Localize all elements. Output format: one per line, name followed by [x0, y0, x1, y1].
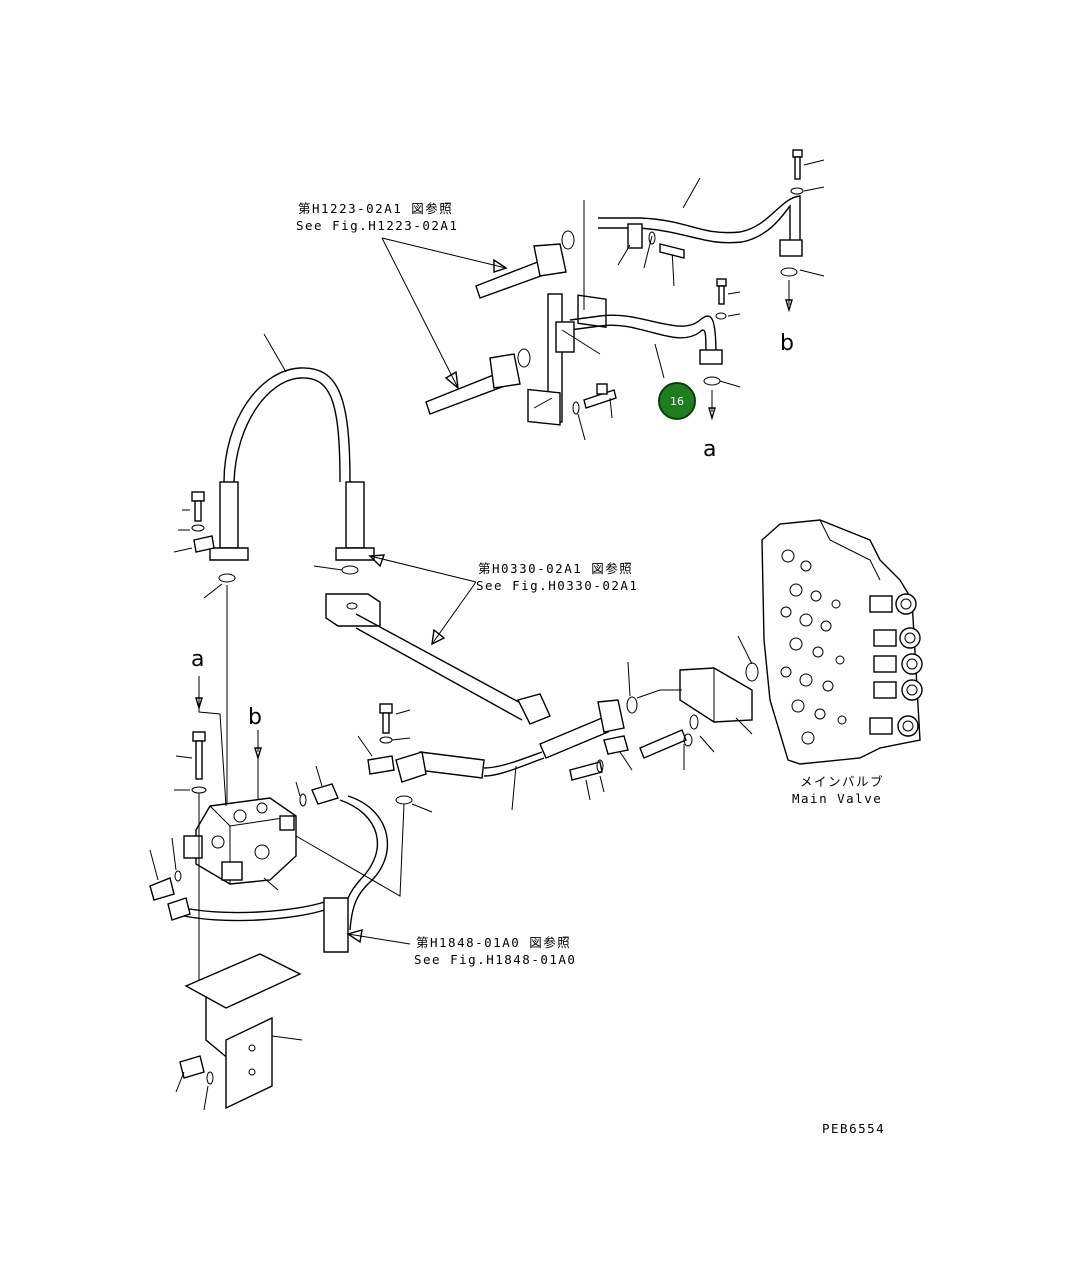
badge-label[interactable]: 16	[670, 395, 684, 408]
main-valve: メインバルブ Main Valve	[626, 519, 923, 806]
mounting-bracket	[175, 953, 303, 1111]
pilot-block-valve	[149, 676, 339, 980]
reference-2-en: See Fig.H0330-02A1	[476, 578, 638, 593]
reference-3-jp: 第H1848-01A0 図参照	[416, 935, 571, 950]
callout-letters: b a a b	[191, 331, 794, 730]
main-valve-label-en: Main Valve	[792, 791, 882, 806]
upper-pipe-assembly	[577, 149, 825, 328]
main-valve-label-jp: メインバルブ	[800, 774, 884, 789]
reference-arrows-h1223	[381, 237, 508, 390]
main-valve-ports	[780, 549, 847, 745]
badge-circle[interactable]	[658, 382, 696, 420]
callout-b-top: b	[780, 331, 794, 356]
part-number-badge[interactable]: 16	[658, 382, 696, 420]
callout-b-left: b	[248, 705, 262, 730]
reference-1-en: See Fig.H1223-02A1	[296, 218, 458, 233]
callout-a-left: a	[191, 647, 204, 672]
drawing-code: PEB6554	[822, 1121, 885, 1136]
long-hose-loop	[173, 333, 375, 805]
middle-pipe-assembly	[527, 200, 741, 441]
reference-labels: 第H1223-02A1 図参照 See Fig.H1223-02A1 第H033…	[296, 201, 638, 967]
reference-3-en: See Fig.H1848-01A0	[414, 952, 576, 967]
lower-hoses	[167, 795, 411, 953]
callout-a-top: a	[703, 437, 716, 462]
main-valve-spools	[869, 593, 923, 737]
reference-1-jp: 第H1223-02A1 図参照	[298, 201, 453, 216]
cylinder-h0330	[325, 554, 551, 725]
lower-connecting-hose	[357, 699, 715, 813]
referenced-hoses-top	[425, 230, 575, 415]
reference-2-jp: 第H0330-02A1 図参照	[478, 561, 633, 576]
